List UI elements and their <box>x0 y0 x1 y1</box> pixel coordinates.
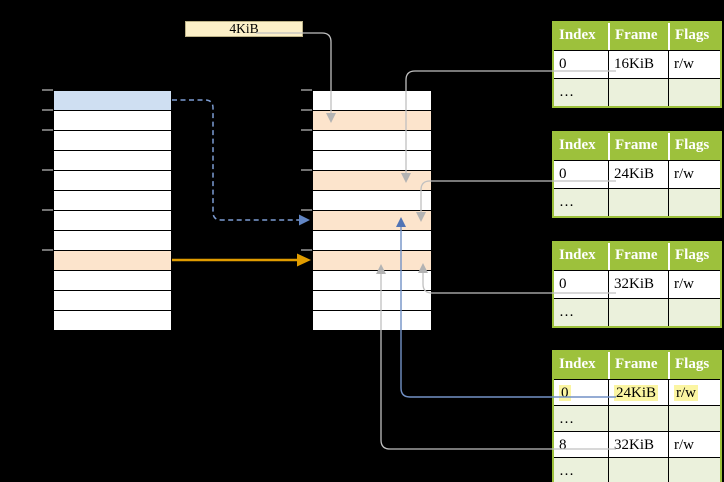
virtual-page-row-white <box>54 171 171 191</box>
page-table-entry-row-white <box>313 311 431 331</box>
table-row: … <box>554 78 720 106</box>
virtual-page-row-white <box>54 111 171 131</box>
page-table-entry-row-orange <box>313 251 431 271</box>
table-cell <box>608 458 668 482</box>
virtual-page-row-orange <box>54 251 171 271</box>
page-table-entry-row-white <box>313 131 431 151</box>
table-cell: … <box>559 411 574 427</box>
page-table-entry-row-orange <box>313 171 431 191</box>
table-cell: 0 <box>559 166 567 182</box>
header-cell: Index <box>559 27 596 43</box>
header-cell: Index <box>559 247 596 263</box>
table-cell <box>668 79 720 106</box>
header-cell: Index <box>559 137 596 153</box>
virtual-page-row-white <box>54 191 171 211</box>
table-cell: … <box>559 463 574 479</box>
table-cell: 0 <box>554 380 608 405</box>
page-table-entry-row-white <box>313 271 431 291</box>
table-cell: 24KiB <box>608 161 668 188</box>
page-table-stack <box>312 90 432 331</box>
page-table-entry-row-white <box>313 231 431 251</box>
arrowhead-right-icon <box>299 214 310 226</box>
table-cell: r/w <box>668 161 720 188</box>
header-cell: Frame <box>608 243 668 270</box>
virtual-page-row-white <box>54 291 171 311</box>
table-cell: 32KiB <box>608 271 668 298</box>
header-cell: Frame <box>608 352 668 379</box>
table-cell <box>608 406 668 431</box>
table-cell <box>608 79 668 106</box>
page-size-label: 4KiB <box>185 21 303 37</box>
highlighted-value: 0 <box>559 385 571 401</box>
page-table-entry-row-white <box>313 291 431 311</box>
virtual-page-row-white <box>54 151 171 171</box>
table-row: … <box>554 298 720 326</box>
table-cell: 0 <box>559 276 567 292</box>
virtual-page-row-white <box>54 311 171 331</box>
table-cell: … <box>559 84 574 100</box>
page-table-entry-row-white <box>313 191 431 211</box>
table-cell: 0 <box>559 56 567 72</box>
table-cell: … <box>559 194 574 210</box>
table-cell: 16KiB <box>608 51 668 78</box>
arrow-dashed-page-to-row7 <box>172 99 299 221</box>
virtual-page-row-blue <box>54 91 171 111</box>
virtual-pages-stack <box>53 90 172 331</box>
table-row: … <box>554 188 720 216</box>
table-cell: r/w <box>668 51 720 78</box>
page-table-entry-row-orange <box>313 211 431 231</box>
virtual-page-row-white <box>54 211 171 231</box>
header-cell: Frame <box>608 23 668 50</box>
table-cell: r/w <box>668 271 720 298</box>
virtual-page-row-white <box>54 271 171 291</box>
table-cell: r/w <box>668 432 720 457</box>
header-cell: Flags <box>668 133 720 160</box>
table-row: … <box>554 405 720 431</box>
page-size-text: 4KiB <box>229 21 259 36</box>
table-cell <box>668 299 720 326</box>
page-table-entry-row-white <box>313 91 431 111</box>
arrowhead-right-icon <box>297 253 311 267</box>
table-cell <box>668 406 720 431</box>
table-cell: … <box>559 304 574 320</box>
page-table-entry-row-orange <box>313 111 431 131</box>
table-cell <box>668 189 720 216</box>
table-cell <box>608 299 668 326</box>
table-cell: 32KiB <box>608 432 668 457</box>
table-cell <box>608 189 668 216</box>
table-cell: r/w <box>668 380 720 405</box>
highlighted-value: 24KiB <box>614 385 659 401</box>
header-cell: Flags <box>668 352 720 379</box>
table-cell: 8 <box>559 437 567 453</box>
table-cell <box>668 458 720 482</box>
virtual-page-row-white <box>54 131 171 151</box>
header-cell: Flags <box>668 23 720 50</box>
page-table-entry-row-white <box>313 151 431 171</box>
highlighted-value: r/w <box>674 385 698 401</box>
header-cell: Flags <box>668 243 720 270</box>
header-cell: Frame <box>608 133 668 160</box>
table-cell: 24KiB <box>608 380 668 405</box>
header-cell: Index <box>559 356 596 372</box>
table-row: 0 24KiB r/w <box>554 379 720 405</box>
virtual-page-row-white <box>54 231 171 251</box>
table-row: … <box>554 457 720 482</box>
